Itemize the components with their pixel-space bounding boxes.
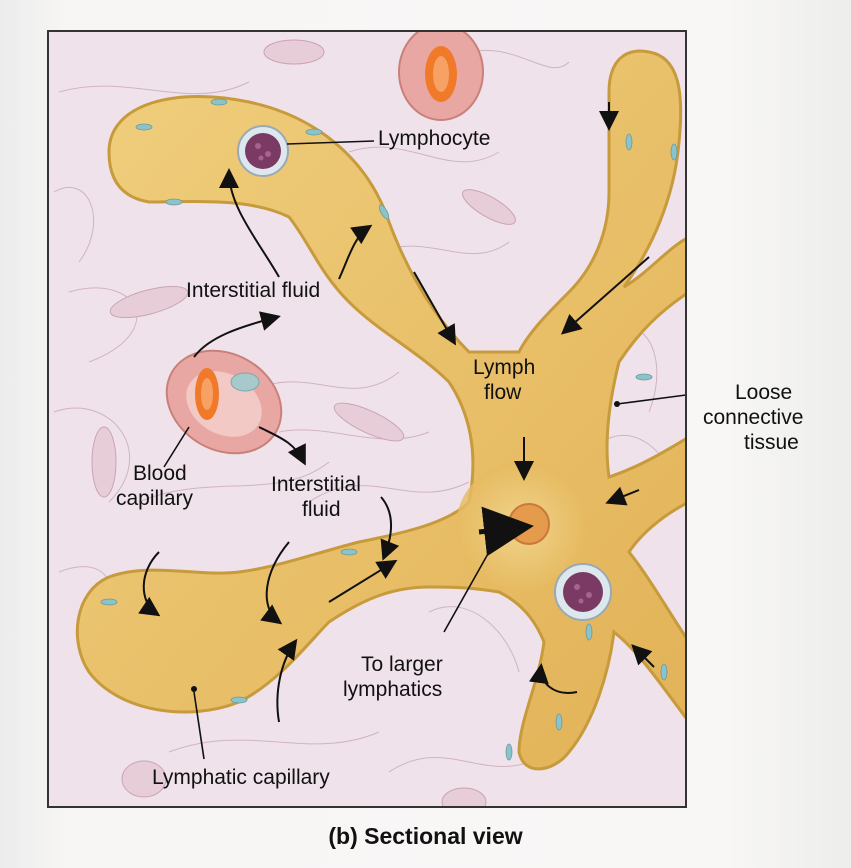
label-lymphatic-capillary: Lymphatic capillary xyxy=(152,766,330,790)
lymphocyte-lower xyxy=(555,564,611,620)
label-lymphocyte: Lymphocyte xyxy=(378,127,490,151)
label-interstitial-mid-line1: Interstitial xyxy=(271,473,361,497)
label-loose-line3: tissue xyxy=(744,431,799,455)
blood-capillary xyxy=(148,330,300,473)
label-loose-line1: Loose xyxy=(735,381,792,405)
figure-caption: (b) Sectional view xyxy=(0,823,851,850)
label-interstitial-mid-line2: fluid xyxy=(302,498,341,522)
label-loose-line2: connective xyxy=(703,406,803,430)
label-larger-line2: lymphatics xyxy=(343,678,442,702)
capillary-point xyxy=(191,686,197,692)
junction-opening xyxy=(509,504,549,544)
lymphocyte-upper xyxy=(238,126,288,176)
label-blood-line2: capillary xyxy=(116,487,193,511)
label-interstitial-fluid-top: Interstitial fluid xyxy=(186,279,320,303)
label-larger-line1: To larger xyxy=(361,653,443,677)
label-lymph-flow-line2: flow xyxy=(484,381,521,405)
tissue-point xyxy=(614,401,620,407)
top-blood-capillary xyxy=(399,32,483,120)
label-blood-line1: Blood xyxy=(133,462,187,486)
label-lymph-flow-line1: Lymph xyxy=(473,356,535,380)
